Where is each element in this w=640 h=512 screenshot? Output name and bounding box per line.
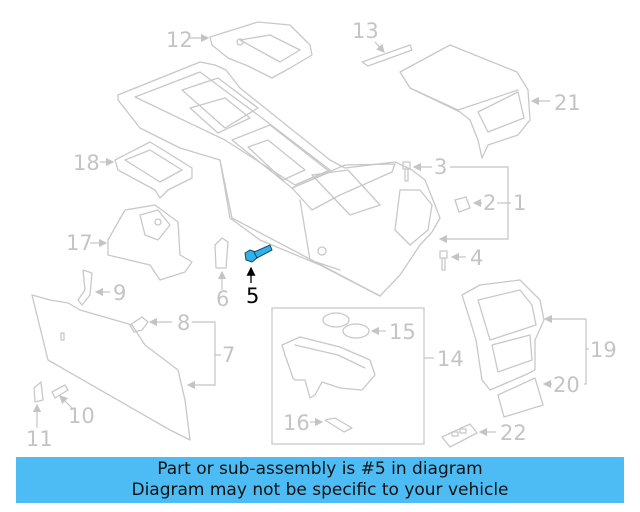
callout-8: 8 xyxy=(177,311,190,335)
banner-line-disclaimer: Diagram may not be specific to your vehi… xyxy=(131,480,509,500)
part-18-bracket: 18 xyxy=(73,141,193,199)
callout-10: 10 xyxy=(68,404,95,428)
part-5-screw-highlighted[interactable]: 5 xyxy=(244,244,273,308)
part-22-switch: 22 xyxy=(441,421,527,448)
parts-diagram: 12 13 21 3 2 1 4 18 xyxy=(26,19,617,451)
callout-18: 18 xyxy=(73,151,100,175)
callout-2: 2 xyxy=(483,191,496,215)
part-21-armrest: 21 xyxy=(399,44,581,159)
callout-15: 15 xyxy=(389,320,416,344)
part-7-side-panel: 8 7 xyxy=(31,294,235,441)
part-console-main xyxy=(117,61,441,297)
callout-19: 19 xyxy=(590,338,617,362)
callout-4: 4 xyxy=(470,246,483,270)
part-13-strip: 13 xyxy=(352,19,413,67)
part-17-shifter-base: 17 xyxy=(66,204,193,281)
part-bolts-and-clip: 3 2 1 4 xyxy=(402,155,526,271)
info-banner: Part or sub-assembly is #5 in diagram Di… xyxy=(16,457,624,503)
part-9-bracket: 9 xyxy=(77,269,126,306)
callout-17: 17 xyxy=(66,231,93,255)
callout-1: 1 xyxy=(513,191,526,215)
part-10-11-fasteners: 10 11 xyxy=(26,381,95,451)
callout-9: 9 xyxy=(113,281,126,305)
callout-7: 7 xyxy=(222,343,235,367)
callout-6: 6 xyxy=(216,287,229,311)
callout-3: 3 xyxy=(434,155,447,179)
callout-20: 20 xyxy=(553,373,580,397)
part-12-trim: 12 xyxy=(166,21,313,79)
callout-13: 13 xyxy=(352,19,379,43)
banner-line-part-info: Part or sub-assembly is #5 in diagram xyxy=(157,459,483,479)
callout-14: 14 xyxy=(437,347,464,371)
callout-5[interactable]: 5 xyxy=(246,284,259,308)
part-14-cupholder-assembly: 15 14 16 xyxy=(271,307,464,445)
callout-16: 16 xyxy=(283,411,310,435)
callout-11: 11 xyxy=(26,427,53,451)
callout-21: 21 xyxy=(554,91,581,115)
callout-12: 12 xyxy=(166,28,193,52)
callout-22: 22 xyxy=(500,421,527,445)
part-6-clip: 6 xyxy=(214,237,229,311)
part-19-rear-vent-panel: 20 19 xyxy=(461,279,617,418)
